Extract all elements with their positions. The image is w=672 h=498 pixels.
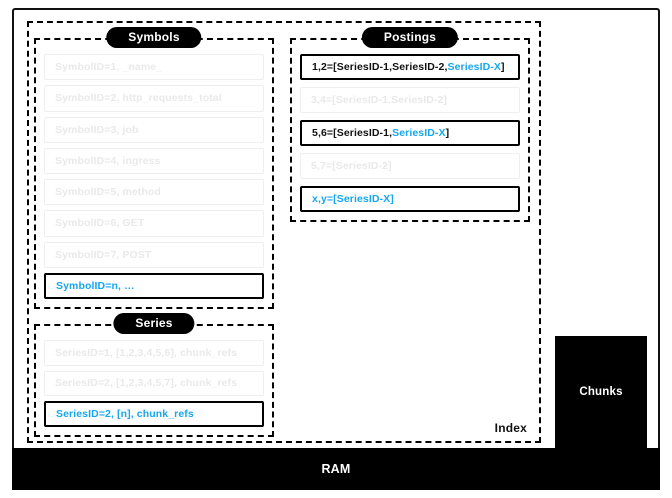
symbols-row[interactable]: SymbolID=2, http_requests_total — [44, 85, 264, 112]
postings-row-segment: 5,6=[SeriesID-1, — [312, 127, 393, 140]
postings-row[interactable]: 5,7=[SeriesID-2] — [300, 153, 520, 179]
symbols-group: Symbols SymbolID=1, _name_ SymbolID=2, h… — [34, 27, 274, 309]
ram-label: RAM — [321, 462, 351, 476]
index-container: Index — [27, 21, 541, 443]
postings-row-segment: ] — [445, 127, 450, 140]
postings-row-list: 1,2=[SeriesID-1,SeriesID-2, SeriesID-X ]… — [300, 54, 520, 213]
postings-row-highlighted[interactable]: x,y=[SeriesID-X] — [300, 185, 520, 213]
symbols-row[interactable]: SymbolID=6, GET — [44, 210, 264, 237]
series-row-highlighted[interactable]: SeriesID=2, [n], chunk_refs — [44, 401, 264, 427]
postings-row-segment: 1,2=[SeriesID-1,SeriesID-2, — [312, 61, 448, 74]
series-row[interactable]: SeriesID=2, [1,2,3,4,5,7], chunk_refs — [44, 370, 264, 397]
postings-group: Postings 1,2=[SeriesID-1,SeriesID-2, Ser… — [290, 27, 530, 222]
series-row[interactable]: SeriesID=1, [1,2,3,4,5,6], chunk_refs — [44, 340, 264, 366]
chunks-label: Chunks — [579, 386, 623, 398]
postings-row[interactable]: 3,4=[SeriesID-1,SeriesID-2] — [300, 87, 520, 113]
ram-bar: RAM — [12, 448, 660, 490]
postings-row-highlighted[interactable]: 1,2=[SeriesID-1,SeriesID-2, SeriesID-X ] — [300, 54, 520, 81]
series-row-list: SeriesID=1, [1,2,3,4,5,6], chunk_refs Se… — [44, 340, 264, 427]
postings-row-segment-accent: SeriesID-X — [447, 61, 502, 74]
postings-group-title: Postings — [361, 27, 459, 48]
symbols-row[interactable]: SymbolID=4, ingress — [44, 147, 264, 174]
symbols-row-highlighted[interactable]: SymbolID=n, … — [44, 272, 264, 300]
postings-row-highlighted[interactable]: 5,6=[SeriesID-1, SeriesID-X ] — [300, 119, 520, 147]
symbols-row-list: SymbolID=1, _name_ SymbolID=2, http_requ… — [44, 54, 264, 300]
symbols-row[interactable]: SymbolID=3, job — [44, 116, 264, 143]
symbols-row[interactable]: SymbolID=1, _name_ — [44, 54, 264, 81]
series-group-title: Series — [113, 313, 195, 334]
index-label: Index — [494, 421, 527, 435]
postings-row-segment: ] — [501, 61, 505, 74]
symbols-row[interactable]: SymbolID=7, POST — [44, 241, 264, 268]
postings-row-segment-accent: SeriesID-X — [392, 127, 446, 140]
symbols-row[interactable]: SymbolID=5, method — [44, 179, 264, 206]
chunks-container: Chunks — [555, 336, 647, 448]
series-group: Series SeriesID=1, [1,2,3,4,5,6], chunk_… — [34, 313, 274, 437]
symbols-group-title: Symbols — [106, 27, 202, 48]
